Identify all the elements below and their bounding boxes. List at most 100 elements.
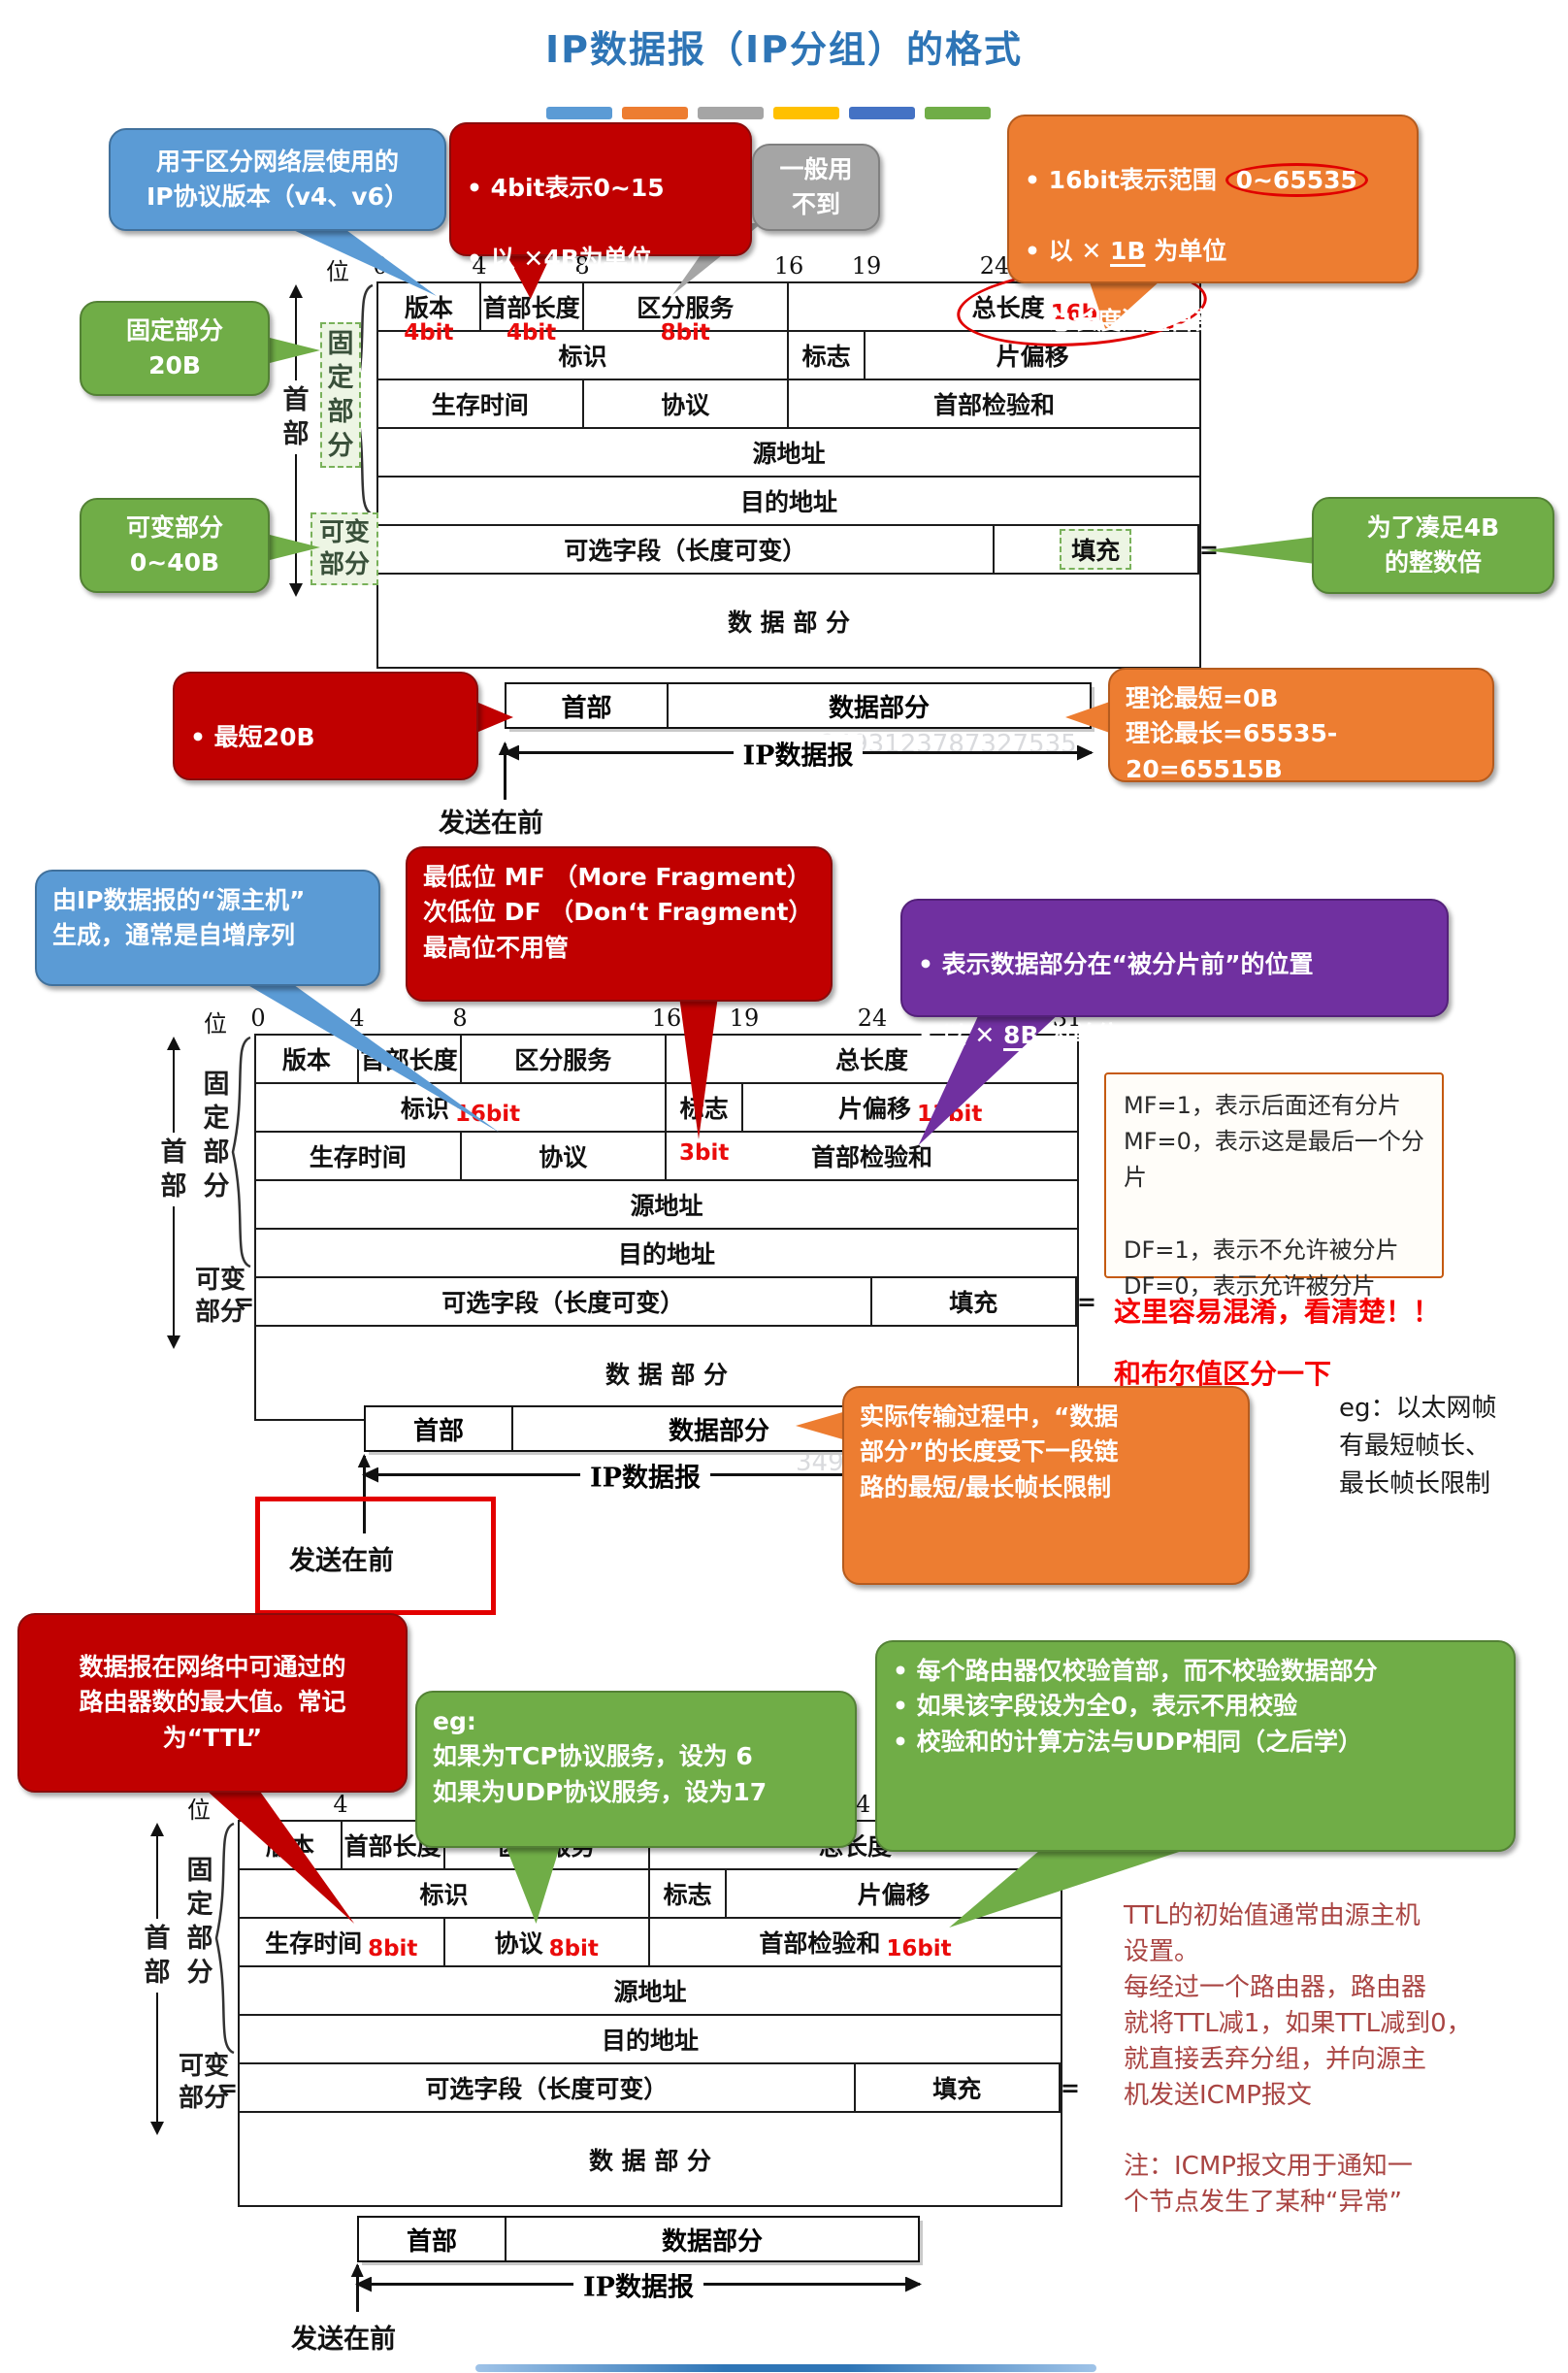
bar-header-label: 首部 (412, 1416, 464, 1446)
field-label: 首部检验和 (810, 1143, 932, 1171)
bottom-accent-bar (475, 2364, 1096, 2372)
strip-bar (622, 107, 688, 119)
table-row: 目的地址 (378, 478, 1199, 526)
table-row: = 可选字段（长度可变） 填充 = (235, 1278, 1096, 1327)
field-label: 版本 (281, 1046, 331, 1074)
callout-line: • 4bit表示0~15 (467, 174, 665, 203)
label-header: 首部 (141, 1919, 174, 1994)
bar-data-label: 数据部分 (661, 2226, 763, 2257)
page-title: IP数据报（IP分组）的格式 (545, 28, 1023, 71)
callout-line: • 以 ✕ (918, 1020, 1004, 1049)
arrow-head-icon (357, 1454, 371, 1467)
callout-frag-offset: • 表示数据部分在“被分片前”的位置 • 以 ✕ 8B 为单位 (900, 899, 1449, 1049)
table-row: 源地址 (256, 1181, 1077, 1230)
field-dscp: 区分服务 (462, 1036, 667, 1082)
table-row: 生存时间 协议 首部检验和 (378, 380, 1199, 429)
field-checksum: 首部检验和 (667, 1133, 1077, 1179)
bit-label: 4 (472, 252, 486, 280)
field-dst-addr: 目的地址 (240, 2016, 1061, 2062)
underlined-unit: 8B (1003, 1020, 1039, 1049)
bar-data-cell: 数据部分 (506, 2218, 918, 2260)
break-mark: = (1060, 2073, 1080, 2102)
callout-version: 用于区分网络层使用的 IP协议版本（v4、v6） (109, 128, 446, 231)
callout-header-length: • 4bit表示0~15 • 以 ✕4B为单位 (449, 122, 752, 273)
callout-length-range: • 最短20B • 最长 24×4B=60B (173, 672, 478, 827)
field-version: 版本 (256, 1036, 359, 1082)
bar-header-cell: 首部 (506, 684, 669, 727)
bit-label: 位 (204, 1010, 227, 1038)
bar-data-cell: 数据部分 (513, 1407, 925, 1450)
bit-scale: 位 0 4 8 16 19 24 31 (204, 1005, 1082, 1038)
table-row: 目的地址 (240, 2016, 1061, 2064)
emphasis-frame (255, 1497, 496, 1615)
field-src-addr: 源地址 (378, 429, 1199, 476)
field-ident: 标识 (240, 1870, 650, 1917)
field-label: 数 据 部 分 (604, 1360, 729, 1389)
strip-bar (849, 107, 915, 119)
callout-line: 为单位 (1145, 236, 1227, 265)
arrow-head-icon (150, 2122, 164, 2135)
bit-width-annotation: 8bit (368, 1936, 418, 1961)
callout-dscp: 一般用 不到 (752, 144, 880, 231)
field-label: 可选字段（长度可变） (564, 537, 807, 565)
fixed-part-brace (231, 1036, 251, 1269)
field-options: 可选字段（长度可变） (256, 1278, 872, 1325)
label-variable-part: 可变 部分 (310, 512, 378, 585)
label-fixed-part: 固定部分 (186, 1856, 213, 1989)
send-first-label: 发送在前 (439, 808, 543, 839)
bit-label: 16 (773, 252, 804, 280)
field-label: 协议 (539, 1143, 588, 1171)
label-header: 首部 (157, 1133, 190, 1207)
field-data-part: 数 据 部 分 (378, 575, 1199, 667)
callout-fixed-part: 固定部分 20B (80, 301, 270, 396)
warning-text: 这里容易混淆，看清楚！！ (1114, 1296, 1441, 1328)
table-row: 标识 标志 片偏移 (240, 1870, 1061, 1919)
callout-protocol: eg: 如果为TCP协议服务，设为 6 如果为UDP协议服务，设为17 (415, 1691, 857, 1848)
field-dst-addr: 目的地址 (256, 1230, 1077, 1276)
field-src-addr: 源地址 (240, 1967, 1061, 2014)
callout-padding: 为了凑足4B 的整数倍 (1312, 497, 1554, 594)
callout-line: • 以 ✕ (1025, 236, 1111, 265)
field-data-part: 数 据 部 分 (240, 2113, 1061, 2205)
fixed-part-brace (214, 1822, 235, 2055)
field-label: 首部检验和 (759, 1929, 881, 1958)
field-label: 总长度 (971, 294, 1045, 322)
underlined-unit: 1B (1110, 236, 1146, 265)
color-strip (546, 107, 991, 119)
field-label: 生存时间 (309, 1143, 407, 1171)
break-mark: = (1198, 535, 1219, 564)
datagram-extent-arrow: IP数据报 (355, 2265, 922, 2303)
callout-line: • 最短20B (190, 723, 315, 752)
bit-scale: 位 0 4 8 16 19 24 31 (326, 252, 1204, 285)
bit-width-annotation: 4bit (404, 320, 454, 346)
field-frag-offset: 片偏移 (727, 1870, 1061, 1917)
bar-data-label: 数据部分 (828, 693, 930, 723)
table-row: 版本 首部长度 区分服务 总长度 (256, 1036, 1077, 1084)
field-checksum: 首部检验和 (789, 380, 1199, 427)
callout-variable-part: 可变部分 0~40B (80, 498, 270, 593)
bit-label: 位 (326, 258, 349, 285)
label-variable-part: 可变 部分 (178, 2052, 229, 2113)
field-padding: 填充 (856, 2064, 1061, 2111)
datagram-bar: 首部 数据部分 (357, 2216, 920, 2262)
bit-label: 0 (250, 1005, 266, 1032)
mfdf-note-box: MF=1，表示后面还有分片 MF=0，表示这是最后一个分片 DF=1，表示不允许… (1104, 1072, 1444, 1300)
callout-line: 为单位 (578, 244, 652, 273)
red-circled-value: 0~65535 (1225, 163, 1368, 198)
break-mark: = (235, 1287, 255, 1316)
callout-line: • 表示数据部分在“被分片前”的位置 (918, 950, 1314, 979)
field-label: 标志 (663, 1881, 712, 1909)
arrow-head-icon (289, 284, 303, 298)
bit-label: 8 (452, 1005, 468, 1032)
field-frag-offset: 片偏移13bit (743, 1084, 1077, 1131)
callout-ident: 由IP数据报的“源主机” 生成，通常是自增序列 (35, 870, 380, 986)
table-row: 数 据 部 分 (256, 1327, 1077, 1419)
field-flags: 标志 (650, 1870, 728, 1917)
field-label: 可选字段（长度可变） (425, 2075, 669, 2103)
